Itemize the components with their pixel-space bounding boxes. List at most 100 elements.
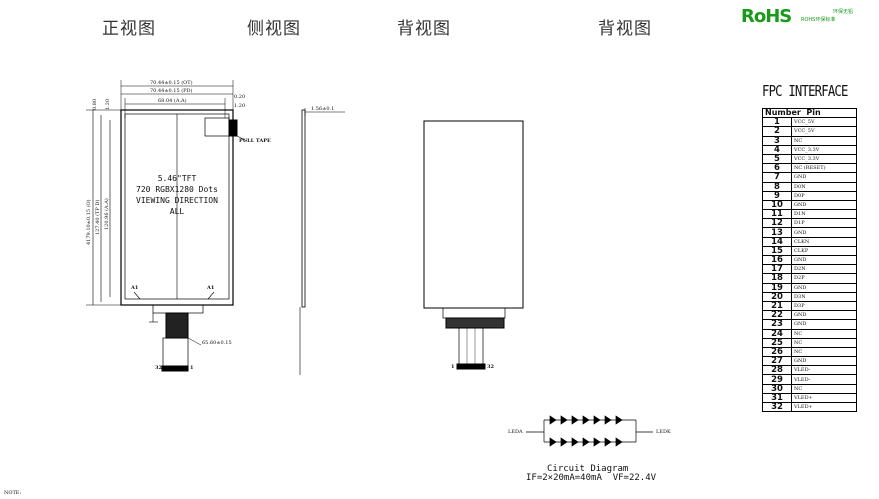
led-row-top bbox=[549, 415, 623, 425]
pin-signal: VCC_5V bbox=[791, 126, 857, 137]
dim-left-2: 1.20 bbox=[105, 98, 111, 110]
pin-signal: VLED- bbox=[791, 374, 857, 385]
circuit-diagram bbox=[526, 415, 653, 447]
dim-outline-width: 70.44±0.15 (OT) bbox=[150, 80, 193, 86]
side-view bbox=[299, 108, 345, 375]
dim-height-total: 4179.10±0.15 (O) bbox=[86, 199, 92, 245]
pin-signal: VCC_3.3V bbox=[791, 153, 857, 165]
front-fpc-pin-left: 32 bbox=[155, 365, 162, 371]
pin-number: 19 bbox=[762, 282, 792, 293]
dim-edge-1: 0.20 bbox=[234, 94, 246, 100]
pin-signal: NC bbox=[791, 135, 857, 146]
dim-fpc: 65.60±0.15 bbox=[202, 340, 232, 346]
back-view-title: 背视图 bbox=[397, 19, 451, 39]
marker-left: A1 bbox=[131, 285, 139, 291]
pin-signal: D0P bbox=[791, 190, 857, 201]
pin-signal: GND bbox=[791, 310, 857, 321]
pin-signal: CLKN bbox=[791, 236, 857, 247]
dim-height-tp: 127.40 (TP D) bbox=[95, 199, 101, 235]
pin-number: 3 bbox=[762, 135, 792, 146]
pin-signal: D0N bbox=[791, 181, 857, 192]
pin-number: 12 bbox=[762, 218, 792, 229]
back-fpc-pin-left: 1 bbox=[451, 364, 455, 370]
front-fpc-pin-right: 1 bbox=[190, 365, 194, 371]
dim-panel-width: 70.44±0.15 (PD) bbox=[150, 88, 193, 94]
pin-signal: D2N bbox=[791, 264, 857, 275]
pin-signal: VLED+ bbox=[791, 392, 857, 404]
panel-description: 5.46"TFT 720 RGBX1280 Dots VIEWING DIREC… bbox=[126, 173, 228, 217]
pin-signal: GND bbox=[791, 172, 857, 183]
dim-edge-2: 1.20 bbox=[234, 103, 246, 109]
rohs-tag-top: 环保无铅 bbox=[833, 9, 854, 15]
pin-number: 14 bbox=[762, 236, 792, 247]
led-row-bottom bbox=[549, 437, 623, 447]
pin-number: 23 bbox=[762, 319, 792, 330]
dim-active-width: 68.04 (A.A) bbox=[158, 98, 187, 104]
panel-resolution: 720 RGBX1280 Dots bbox=[136, 185, 218, 194]
pin-signal: GND bbox=[791, 319, 857, 330]
panel-size: 5.46"TFT bbox=[157, 174, 197, 183]
circuit-spec: IF=2×20mA=40mA VF=22.4V bbox=[526, 473, 657, 483]
pin-signal: D3P bbox=[791, 300, 857, 312]
pin-signal: D1P bbox=[791, 218, 857, 229]
side-thickness: 1.56±0.1 bbox=[311, 106, 335, 112]
rohs-logo: RoHS 环保无铅 ROHS环保标准 bbox=[741, 6, 873, 28]
pin-signal: NC (RESET) bbox=[791, 163, 857, 174]
pin-signal: GND bbox=[791, 356, 857, 367]
pin-signal: CLKP bbox=[791, 245, 857, 257]
pin-number: 7 bbox=[762, 172, 792, 183]
pin-signal: GND bbox=[791, 282, 857, 293]
panel-viewing-direction: VIEWING DIRECTION bbox=[136, 196, 218, 205]
pin-number: 25 bbox=[762, 337, 792, 348]
dim-height-aa: 120.96 (A.A) bbox=[104, 198, 110, 230]
back-fpc-pin-right: 32 bbox=[487, 364, 494, 370]
pin-number: 24 bbox=[762, 328, 792, 339]
pin-signal: NC bbox=[791, 337, 857, 348]
back-view bbox=[423, 120, 524, 370]
header-pin: Pin bbox=[806, 108, 821, 118]
circuit-title: Circuit Diagram bbox=[547, 464, 629, 474]
pin-number: 18 bbox=[762, 273, 792, 284]
pin-signal: VLED+ bbox=[791, 401, 857, 413]
pin-number: 28 bbox=[762, 365, 792, 376]
pin-signal: GND bbox=[791, 227, 857, 238]
dim-left-1: 0.80 bbox=[92, 98, 98, 110]
front-view bbox=[86, 80, 248, 372]
pin-number: 13 bbox=[762, 227, 792, 238]
pin-number: 32 bbox=[762, 401, 792, 413]
pin-signal: NC bbox=[791, 328, 857, 339]
pin-signal: VCC_3.3V bbox=[791, 144, 857, 155]
rohs-logo-text: RoHS bbox=[741, 6, 792, 27]
circuit-leda: LEDA bbox=[508, 429, 523, 435]
pin-signal: GND bbox=[791, 199, 857, 211]
pull-tape-label: PULL TAPE bbox=[239, 138, 271, 144]
pin-number: 9 bbox=[762, 190, 792, 201]
rohs-tag-bottom: ROHS环保标准 bbox=[801, 17, 836, 23]
marker-right: A1 bbox=[207, 285, 215, 291]
pin-number: 30 bbox=[762, 383, 792, 394]
pin-signal: GND bbox=[791, 254, 857, 266]
side-view-title: 侧视图 bbox=[247, 19, 301, 39]
pin-number: 8 bbox=[762, 181, 792, 192]
pin-signal: D2P bbox=[791, 273, 857, 284]
